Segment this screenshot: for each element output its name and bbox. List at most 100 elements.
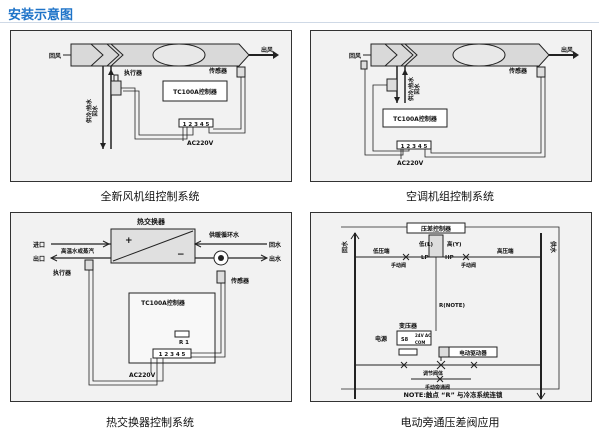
actuator-valve-icon — [110, 80, 122, 96]
heat-exchanger-diagram-panel: 热交换器 + − 进口 出口 高温水或蒸汽 执行器 供暖循环水 回水 出水 传感… — [10, 212, 292, 402]
actuator-label: 执行器 — [53, 269, 72, 277]
terminals-label: 1 2 3 4 5 — [159, 352, 186, 358]
regulating-valve-label: 调节阀体 — [423, 370, 444, 377]
duct-filter — [384, 43, 398, 67]
sensor-wire — [213, 77, 242, 130]
pipe-supply-label: 供冷/热水 — [85, 98, 93, 124]
supply-air-label: 出风 — [561, 46, 573, 54]
transformer-terminals — [398, 348, 418, 356]
actuator-valve-icon — [386, 78, 398, 92]
volt24-label: 24V AC — [415, 333, 431, 338]
supply-water-label: 供水 — [549, 240, 557, 254]
duct-coil — [400, 43, 418, 67]
ac-unit-caption: 空调机组控制系统 — [406, 190, 494, 203]
terminals-label: 1 2 3 4 5 — [401, 144, 428, 150]
low-pipe-label: 低压端 — [372, 247, 390, 255]
fresh-air-diagram-panel: 回风 出风 供冷/热水 回水 执行器 传感器 TC100A控制器 1 2 3 4… — [10, 30, 292, 182]
terminal-block — [152, 348, 192, 359]
duct-coil — [106, 43, 124, 67]
lp-label: LP — [421, 255, 429, 261]
interlock-note: NOTE:触点 “R” 与冷冻系统连锁 — [403, 390, 503, 399]
power-label: AC220V — [397, 160, 424, 167]
pressure-controller-box — [406, 222, 466, 234]
sensor-label: 传感器 — [208, 67, 228, 75]
sensor-icon — [216, 270, 226, 284]
inlet-label: 进口 — [33, 241, 45, 249]
hp-label: HP — [445, 255, 454, 261]
sensor-label: 传感器 — [230, 277, 250, 285]
duct-filter — [90, 43, 104, 67]
terminals-label: 1 2 3 4 5 — [183, 122, 210, 128]
svg-text:−: − — [177, 250, 185, 260]
terminal-block — [178, 118, 214, 128]
manual-bypass-valve-icon — [436, 375, 444, 383]
sensor-icon — [236, 66, 246, 78]
return-air-label: 回风 — [349, 52, 361, 60]
fresh-air-caption: 全新风机组控制系统 — [100, 190, 200, 203]
title-divider — [0, 22, 599, 23]
controller-box — [382, 108, 448, 128]
relay-block — [174, 330, 190, 338]
manual-bypass-label: 手动旁通阀 — [425, 384, 450, 391]
svg-text:+: + — [125, 236, 133, 246]
manual-valve-left-icon — [402, 253, 410, 261]
manual-valve-left-label: 手动阀 — [391, 262, 406, 269]
sensor-wire — [191, 283, 222, 354]
transformer-label: 变压器 — [399, 322, 418, 330]
relay-label: R 1 — [179, 340, 189, 346]
l-port-label: 低(L) — [418, 240, 434, 248]
pipe-return-label: 回水 — [413, 83, 421, 95]
bypass-valve-diagram: 回水 供水 压差控制器 低(L) 高(Y) LP HP 低压端 高压端 手动阀 … — [341, 222, 560, 400]
outlet-water-label: 出水 — [269, 255, 282, 263]
ac-unit-diagram: 回风 出风 供冷/热水 回水 传感器 TC100A控制器 1 2 3 4 5 A… — [349, 43, 579, 167]
manual-valve-right-icon — [462, 253, 470, 261]
h-port-label: 高(Y) — [447, 240, 462, 248]
ac-unit-diagram-panel: 回风 出风 供冷/热水 回水 传感器 TC100A控制器 1 2 3 4 5 A… — [310, 30, 592, 182]
medium-label: 高温水或蒸汽 — [61, 247, 95, 255]
actuator-valve-icon — [84, 259, 94, 271]
heat-exchanger-title: 热交换器 — [137, 217, 166, 226]
heat-exchanger-diagram: 热交换器 + − 进口 出口 高温水或蒸汽 执行器 供暖循环水 回水 出水 传感… — [33, 217, 282, 386]
controller-box — [162, 80, 228, 102]
pipe-return-label: 回水 — [91, 105, 99, 117]
outlet-label: 出口 — [33, 255, 45, 263]
manual-valve-right-label: 手动阀 — [461, 262, 476, 269]
controller-label: TC100A控制器 — [393, 115, 438, 123]
power-label: 电源 — [375, 335, 387, 343]
bypass-valve-diagram-panel: 回水 供水 压差控制器 低(L) 高(Y) LP HP 低压端 高压端 手动阀 … — [310, 212, 592, 402]
electric-actuator-label: 电动驱动器 — [459, 349, 487, 357]
heat-exchanger-caption: 热交换器控制系统 — [106, 416, 194, 429]
bypass-valve-caption: 电动旁通压差阀应用 — [400, 416, 500, 429]
regulating-valve-icon — [436, 360, 446, 370]
bypass-manual-valve-left-icon — [400, 361, 408, 369]
com-label: COM — [415, 340, 425, 345]
relay-label: R(NOTE) — [439, 303, 466, 309]
actuator-label: 执行器 — [124, 69, 143, 77]
actuator-wire — [372, 84, 410, 152]
transformer-box — [396, 330, 432, 346]
return-air-label: 回风 — [49, 52, 61, 60]
pipe-supply-label: 供冷/热水 — [407, 76, 415, 102]
sensor-wire — [430, 77, 542, 154]
duct-fan — [452, 43, 506, 67]
pressure-controller-label: 压差控制器 — [421, 225, 452, 233]
actuator-wire — [88, 270, 158, 386]
return-sensor-icon — [360, 60, 368, 70]
return-water-label: 回水 — [341, 240, 349, 253]
circulating-label: 供暖循环水 — [208, 231, 240, 239]
fresh-air-diagram: 回风 出风 供冷/热水 回水 执行器 传感器 TC100A控制器 1 2 3 4… — [49, 43, 279, 149]
return-water-label: 回水 — [269, 241, 282, 249]
controller-label: TC100A控制器 — [141, 299, 186, 307]
high-pipe-label: 高压端 — [497, 247, 514, 255]
svg-text:S8: S8 — [401, 337, 409, 343]
page-title: 安装示意图 — [8, 8, 74, 23]
heat-exchanger-diagonal — [112, 230, 194, 262]
duct-fan — [152, 43, 206, 67]
supply-air-label: 出风 — [261, 46, 273, 54]
bypass-manual-valve-right-icon — [470, 361, 478, 369]
controller-label: TC100A控制器 — [173, 88, 218, 96]
sensor-label: 传感器 — [508, 67, 528, 75]
power-label: AC220V — [187, 140, 214, 147]
return-sensor-wire — [364, 69, 404, 156]
power-label: AC220V — [129, 372, 156, 379]
